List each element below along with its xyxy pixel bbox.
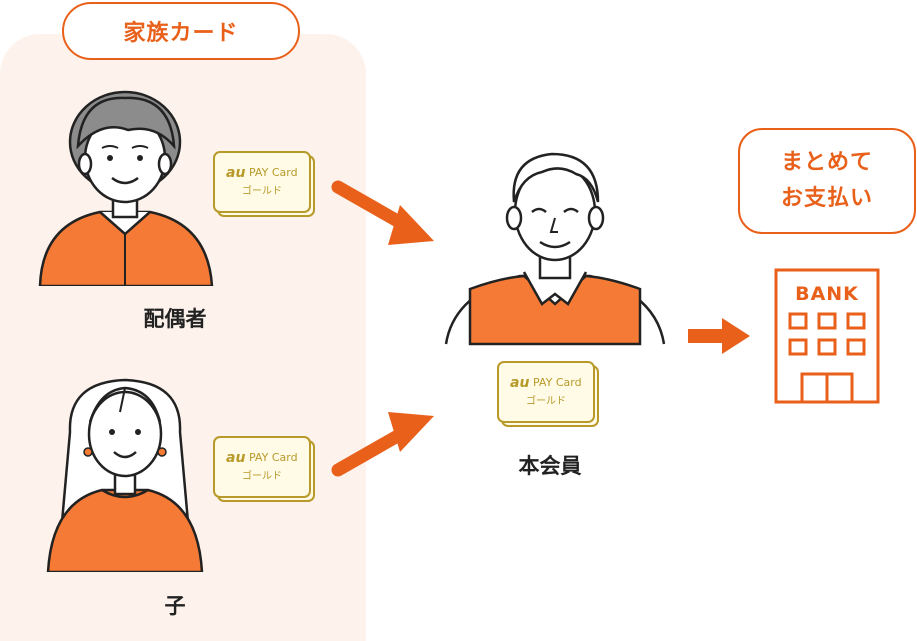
main-member-illustration: [444, 152, 666, 346]
au-pay-card-main: au PAY Card ゴールド: [497, 361, 599, 427]
card-name: PAY Card: [249, 451, 298, 464]
payment-badge: まとめて お支払い: [738, 128, 916, 234]
child-illustration: [46, 378, 204, 572]
spouse-label: 配偶者: [143, 307, 207, 331]
arrow-child-to-main: [331, 412, 434, 477]
card-name: PAY Card: [249, 166, 298, 179]
card-name: PAY Card: [533, 376, 582, 389]
main-member-label: 本会員: [518, 454, 582, 478]
arrow-spouse-to-main: [331, 180, 434, 245]
au-pay-card-spouse: au PAY Card ゴールド: [213, 151, 315, 217]
card-brand: au: [226, 450, 245, 466]
card-tier: ゴールド: [242, 184, 282, 197]
bank-building-icon: BANK: [774, 268, 880, 404]
card-tier: ゴールド: [242, 469, 282, 482]
arrow-main-to-bank: [688, 318, 750, 354]
au-pay-card-child: au PAY Card ゴールド: [213, 436, 315, 502]
card-brand: au: [226, 165, 245, 181]
child-label: 子: [164, 594, 186, 618]
card-brand: au: [510, 375, 529, 391]
payment-badge-line2: お支払い: [780, 186, 873, 211]
card-tier: ゴールド: [526, 394, 566, 407]
family-card-label: 家族カード: [62, 2, 300, 60]
payment-badge-line1: まとめて: [780, 150, 873, 175]
spouse-illustration: [38, 90, 214, 286]
bank-label: BANK: [795, 283, 859, 305]
